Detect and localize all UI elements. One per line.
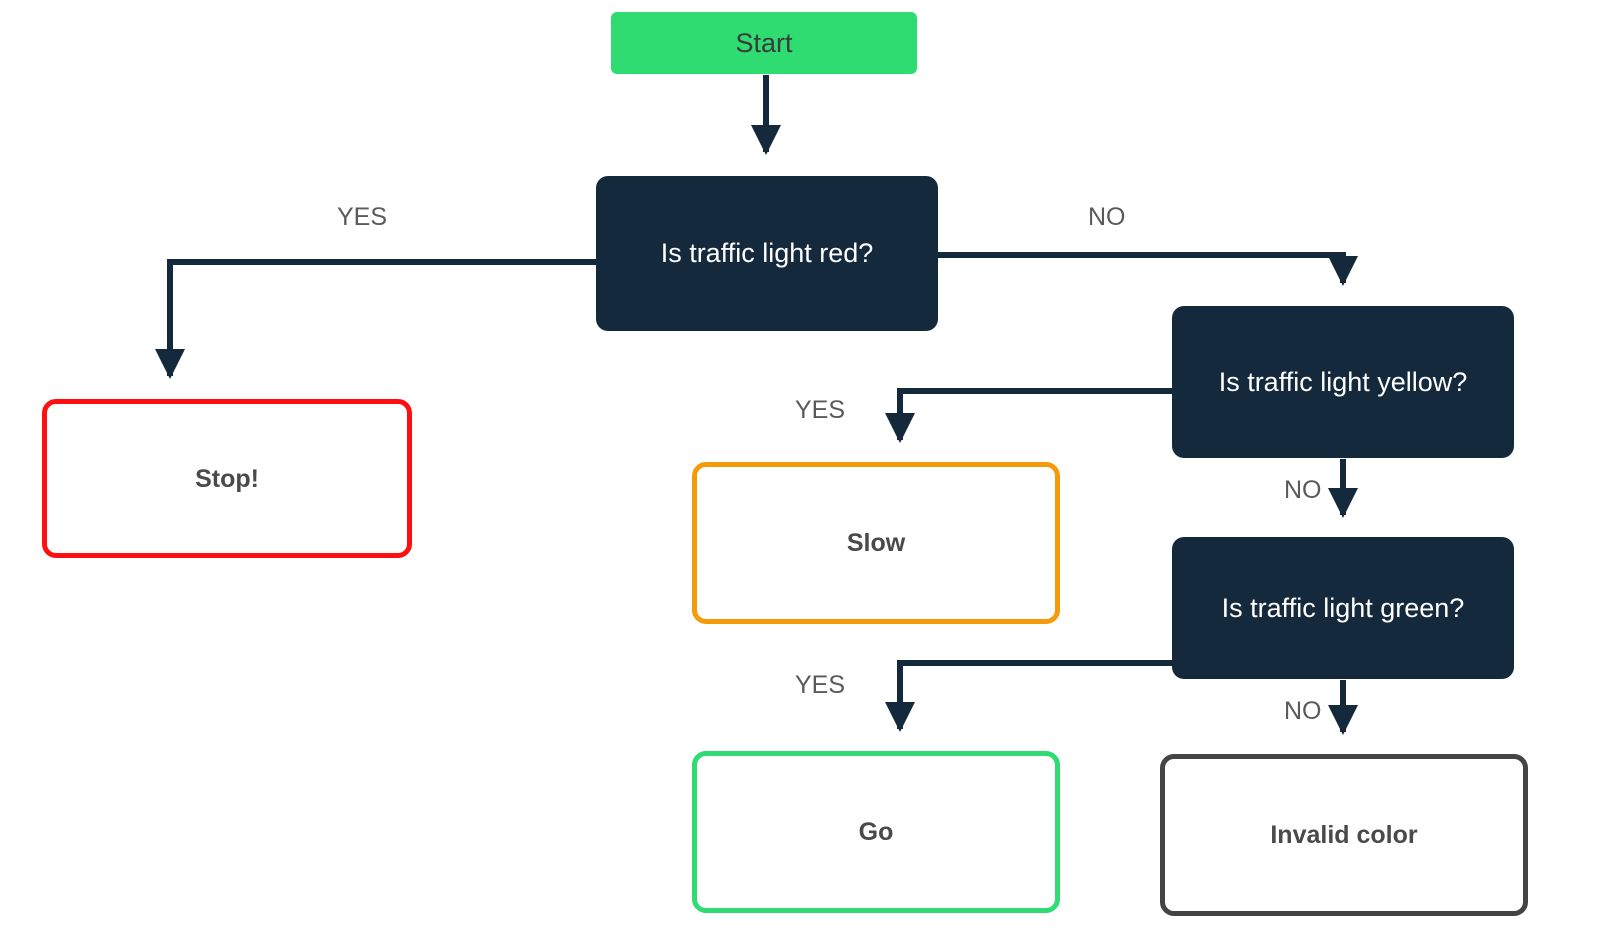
node-slow[interactable]: Slow [692, 462, 1060, 624]
edge-red-yes-stop [155, 259, 596, 379]
node-start-label: Start [735, 27, 793, 58]
edge-label-red-yes: YES [337, 203, 388, 231]
edge-red-no-yellow [938, 252, 1358, 286]
node-go[interactable]: Go [692, 751, 1060, 913]
node-invalid-color-label: Invalid color [1270, 821, 1418, 849]
node-question-green[interactable]: Is traffic light green? [1172, 537, 1514, 679]
node-invalid-color[interactable]: Invalid color [1160, 754, 1528, 916]
node-question-green-label: Is traffic light green? [1221, 592, 1465, 623]
edge-label-green-no: NO [1284, 697, 1322, 725]
node-slow-label: Slow [846, 529, 906, 557]
node-stop-label: Stop! [195, 464, 259, 493]
node-question-yellow-label: Is traffic light yellow? [1218, 366, 1468, 397]
node-question-red-label: Is traffic light red? [660, 238, 874, 269]
edge-label-red-no: NO [1088, 203, 1126, 231]
edge-yellow-yes-slow [885, 388, 1172, 443]
edge-label-yellow-no: NO [1284, 476, 1322, 504]
node-go-label: Go [858, 818, 894, 846]
edge-label-yellow-yes: YES [795, 396, 846, 424]
edge-green-yes-go [885, 660, 1172, 732]
node-start[interactable]: Start [611, 12, 917, 74]
node-stop[interactable]: Stop! [42, 399, 412, 558]
node-question-yellow[interactable]: Is traffic light yellow? [1172, 306, 1514, 458]
edge-label-green-yes: YES [795, 671, 846, 699]
node-question-red[interactable]: Is traffic light red? [596, 176, 938, 331]
